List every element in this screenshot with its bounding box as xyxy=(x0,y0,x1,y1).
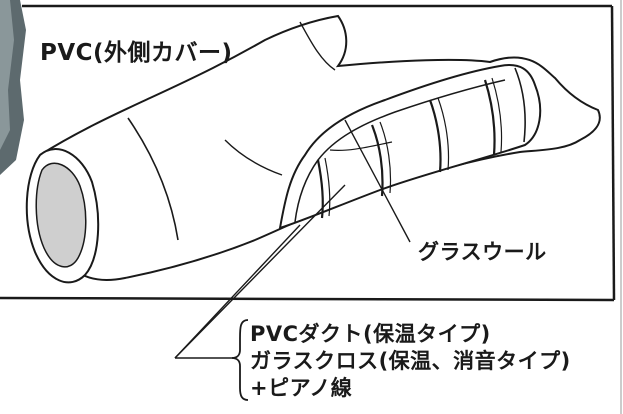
leader-line-glasswool xyxy=(344,119,411,243)
pvc-cover-label: PVC(外側カバー) xyxy=(40,40,233,66)
wire-rings xyxy=(316,67,526,219)
wire-ring xyxy=(428,99,442,173)
wire-ring xyxy=(491,77,503,153)
spec-label-piano-wire: +ピアノ線 xyxy=(250,376,353,400)
cutaway-inner-edge xyxy=(294,79,506,223)
spec-label-pvc-duct: PVCダクト(保温タイプ) xyxy=(250,322,491,346)
glass-wool-label: グラスウール xyxy=(418,240,547,264)
frame-right-line xyxy=(610,5,616,301)
wire-ring xyxy=(514,67,526,143)
wire-ring xyxy=(483,79,496,156)
spec-brace xyxy=(231,319,249,401)
wire-ring xyxy=(324,157,331,217)
cover-fold-line xyxy=(224,139,283,176)
wire-ring xyxy=(379,121,392,194)
spec-label-glass-cloth: ガラスクロス(保温、消音タイプ) xyxy=(250,349,571,373)
duct-end-inner-pipe xyxy=(35,162,87,268)
photo-edge-highlight xyxy=(0,0,14,150)
wire-ring xyxy=(316,159,324,219)
leader-line-spec-b xyxy=(174,184,346,359)
wire-ring xyxy=(437,97,450,171)
cover-fold-line xyxy=(299,21,336,71)
frame-bottom-line xyxy=(0,296,615,302)
cover-fold-line xyxy=(127,117,179,241)
